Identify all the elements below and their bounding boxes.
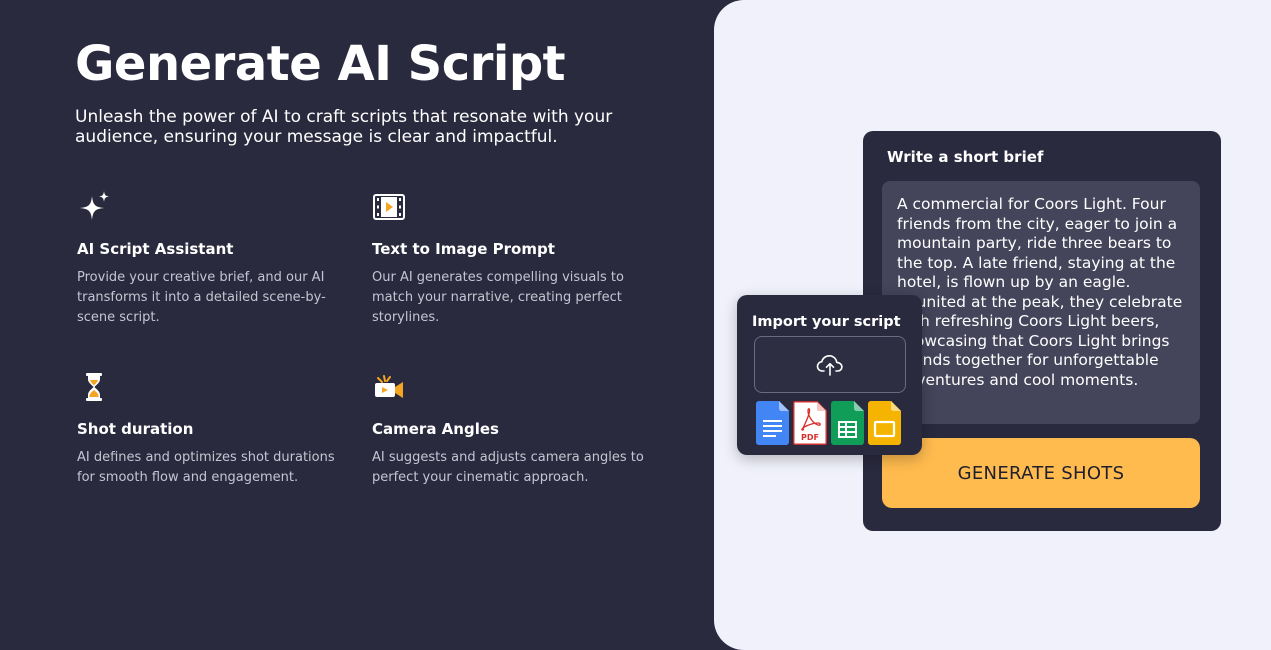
page-title: Generate AI Script bbox=[75, 36, 566, 92]
import-title: Import your script bbox=[752, 314, 901, 330]
feature-text-to-image-prompt: Text to Image Prompt Our AI generates co… bbox=[372, 190, 642, 325]
feature-name: Camera Angles bbox=[372, 420, 499, 438]
generate-shots-button[interactable]: GENERATE SHOTS bbox=[882, 438, 1200, 508]
feature-description: AI defines and optimizes shot durations … bbox=[77, 450, 335, 485]
pdf-label: PDF bbox=[801, 433, 819, 442]
video-camera-icon bbox=[375, 375, 403, 398]
feature-description: Our AI generates compelling visuals to m… bbox=[372, 270, 624, 325]
google-docs-icon[interactable] bbox=[756, 401, 789, 445]
feature-section: Generate AI Script Unleash the power of … bbox=[75, 0, 675, 650]
file-type-list: PDF bbox=[756, 401, 901, 445]
upload-dropzone[interactable] bbox=[754, 336, 906, 393]
import-script-card: Import your script PDF bbox=[737, 295, 922, 455]
sparkles-icon bbox=[80, 191, 109, 220]
google-sheets-icon[interactable] bbox=[831, 401, 864, 445]
brief-card: Write a short brief A commercial for Coo… bbox=[863, 131, 1221, 531]
hourglass-icon bbox=[86, 373, 102, 401]
brief-title: Write a short brief bbox=[887, 148, 1044, 166]
feature-ai-script-assistant: AI Script Assistant Provide your creativ… bbox=[77, 190, 347, 325]
feature-camera-angles: Camera Angles AI suggests and adjusts ca… bbox=[372, 370, 644, 485]
pdf-icon[interactable]: PDF bbox=[793, 401, 827, 445]
page-subtitle: Unleash the power of AI to craft scripts… bbox=[75, 107, 613, 147]
feature-description: AI suggests and adjusts camera angles to… bbox=[372, 450, 644, 485]
feature-name: AI Script Assistant bbox=[77, 240, 234, 258]
cloud-upload-icon bbox=[816, 354, 843, 376]
feature-name: Shot duration bbox=[77, 420, 194, 438]
feature-name: Text to Image Prompt bbox=[372, 240, 555, 258]
brief-textarea[interactable]: A commercial for Coors Light. Four frien… bbox=[882, 181, 1200, 424]
feature-description: Provide your creative brief, and our AI … bbox=[77, 270, 326, 325]
google-slides-icon[interactable] bbox=[868, 401, 901, 445]
feature-shot-duration: Shot duration AI defines and optimizes s… bbox=[77, 370, 347, 485]
film-frame-icon bbox=[373, 194, 405, 220]
